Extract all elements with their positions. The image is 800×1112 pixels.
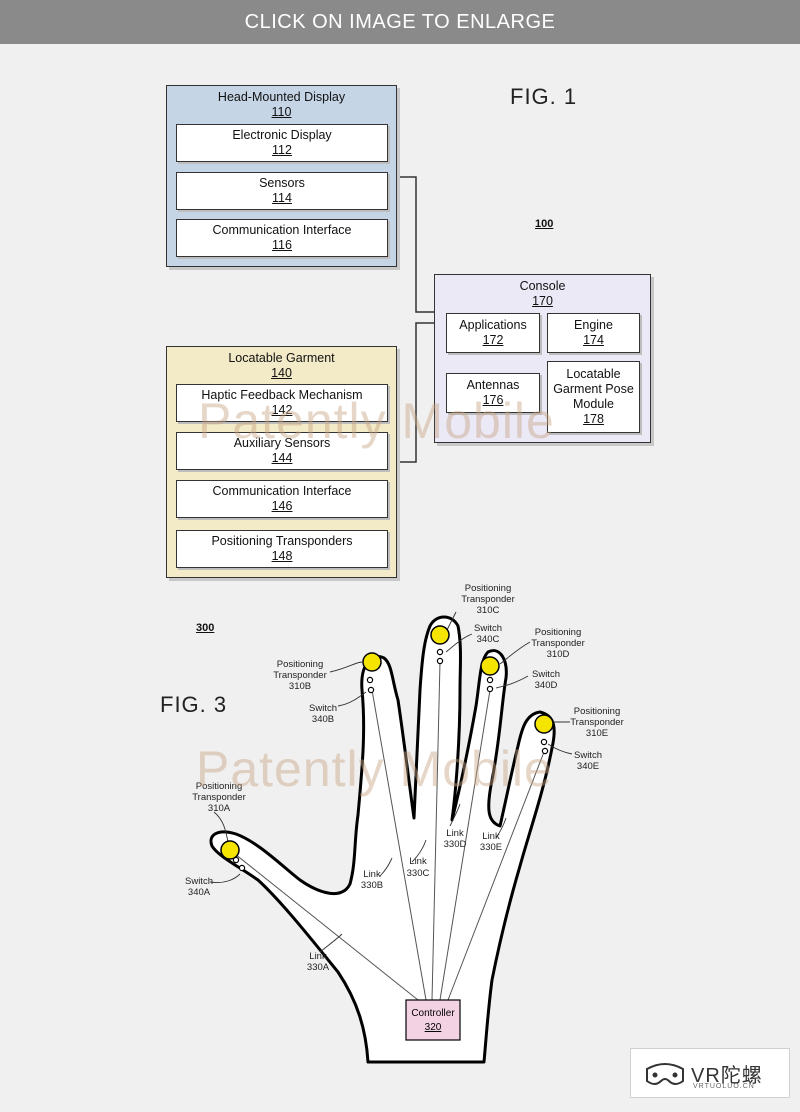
fig3-label: FIG. 3 — [160, 692, 228, 717]
transponder-label: Positioning — [465, 583, 511, 594]
electronic-display-box: Electronic Display 112 — [176, 124, 388, 162]
sensors-box: Sensors 114 — [176, 172, 388, 210]
link-label: Link — [309, 951, 327, 962]
engine-box: Engine 174 — [547, 313, 640, 353]
link-label: Link — [409, 856, 427, 867]
link-number: 330D — [444, 839, 467, 850]
transponder-markers — [220, 625, 554, 860]
box-label: Sensors — [259, 176, 305, 190]
box-label: Communication Interface — [212, 223, 352, 237]
switch-label: Switch — [574, 750, 602, 761]
transponder-label: Positioning — [535, 627, 581, 638]
box-number: 144 — [271, 451, 293, 465]
transponder-number: 310D — [547, 649, 570, 660]
switch-label: Switch — [185, 876, 213, 887]
transponder-label: Transponder — [461, 594, 515, 605]
controller-box — [405, 999, 461, 1041]
transponder-310a — [220, 840, 240, 860]
applications-box: Applications 172 — [446, 313, 540, 353]
leader-lines — [209, 611, 573, 953]
transponder-310e — [534, 714, 554, 734]
box-number: 142 — [271, 403, 293, 417]
box-label: Antennas — [466, 378, 520, 392]
box-label: Engine — [574, 318, 613, 332]
box-number: 174 — [583, 333, 604, 347]
switch-number: 340A — [188, 887, 211, 898]
transponder-label: Positioning — [277, 659, 323, 670]
vr-headset-icon — [646, 1063, 684, 1085]
haptic-feedback-box: Haptic Feedback Mechanism 142 — [176, 384, 388, 422]
box-number: 112 — [272, 143, 292, 157]
enlarge-banner-text: CLICK ON IMAGE TO ENLARGE — [244, 10, 556, 33]
transponder-number: 310B — [289, 681, 311, 692]
garment-communication-interface-box: Communication Interface 146 — [176, 480, 388, 518]
box-label: Auxiliary Sensors — [233, 436, 331, 450]
fig3-ref: 300 — [196, 622, 215, 634]
box-number: 178 — [583, 412, 604, 426]
link-number: 330A — [307, 962, 330, 973]
link-number: 330B — [361, 880, 383, 891]
box-number: 114 — [272, 191, 292, 205]
controller-number: 320 — [425, 1022, 442, 1033]
transponder-label: Transponder — [192, 792, 246, 803]
box-label: Locatable Garment Pose Module — [553, 367, 634, 411]
transponder-number: 310C — [477, 605, 500, 616]
controller-label: Controller — [411, 1008, 455, 1019]
box-label: Communication Interface — [212, 484, 352, 498]
transponder-310c — [430, 625, 450, 645]
console-number: 170 — [532, 294, 553, 308]
garment-title: Locatable Garment — [228, 351, 335, 365]
switch-label: Switch — [309, 703, 337, 714]
garment-number: 140 — [271, 366, 292, 380]
link-number: 330C — [407, 868, 430, 879]
box-label: Haptic Feedback Mechanism — [201, 388, 363, 402]
enlarge-banner[interactable]: CLICK ON IMAGE TO ENLARGE — [0, 0, 800, 44]
logo-subtext: VRTUOLUO.CN — [693, 1083, 755, 1090]
fig1-ref: 100 — [535, 218, 554, 230]
box-number: 176 — [482, 393, 504, 407]
link-label: Link — [363, 869, 381, 880]
box-label: Electronic Display — [232, 128, 332, 142]
switch-label: Switch — [474, 623, 502, 634]
link-label: Link — [446, 828, 464, 839]
box-label: Positioning Transponders — [211, 534, 353, 548]
fig1-label: FIG. 1 — [510, 84, 578, 109]
transponder-label: Transponder — [531, 638, 585, 649]
fig1-connectors — [398, 176, 435, 463]
hmd-communication-interface-box: Communication Interface 116 — [176, 219, 388, 257]
box-label: Applications — [459, 318, 527, 332]
box-number: 148 — [271, 549, 293, 563]
switch-label: Switch — [532, 669, 560, 680]
transponder-label: Positioning — [574, 706, 620, 717]
auxiliary-sensors-box: Auxiliary Sensors 144 — [176, 432, 388, 470]
transponder-label: Transponder — [273, 670, 327, 681]
antennas-box: Antennas 176 — [446, 373, 540, 413]
hand-outline — [209, 615, 556, 1064]
transponder-label: Positioning — [196, 781, 242, 792]
hmd-title: Head-Mounted Display — [217, 90, 346, 104]
console-title: Console — [519, 279, 566, 293]
hmd-number: 110 — [271, 105, 292, 119]
transponder-label: Transponder — [570, 717, 624, 728]
box-number: 116 — [272, 238, 292, 252]
box-number: 172 — [482, 333, 504, 347]
transponder-number: 310E — [586, 728, 608, 739]
link-number: 330E — [480, 842, 502, 853]
transponder-number: 310A — [208, 803, 231, 814]
switch-number: 340E — [577, 761, 599, 772]
switch-number: 340D — [535, 680, 558, 691]
logo-text: VR陀螺 — [691, 1065, 763, 1087]
switch-markers — [232, 648, 549, 872]
switch-number: 340C — [477, 634, 500, 645]
link-label: Link — [482, 831, 500, 842]
positioning-transponders-box: Positioning Transponders 148 — [176, 530, 388, 568]
transponder-310d — [480, 656, 500, 676]
transponder-310b — [362, 652, 382, 672]
box-number: 146 — [271, 499, 293, 513]
vrtuoluo-logo: VR陀螺 VRTUOLUO.CN — [630, 1048, 790, 1098]
switch-number: 340B — [312, 714, 334, 725]
link-lines — [229, 661, 545, 1001]
garment-pose-module-box: Locatable Garment Pose Module 178 — [547, 361, 640, 433]
